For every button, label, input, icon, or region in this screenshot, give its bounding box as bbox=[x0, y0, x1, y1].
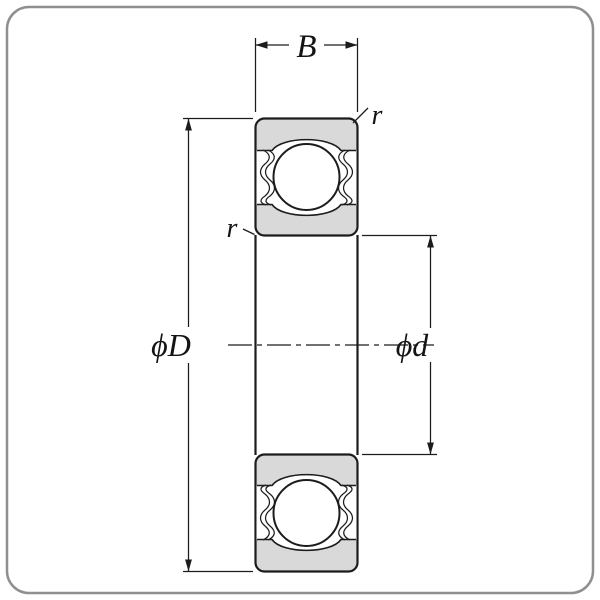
radius-callout-outer: r bbox=[352, 100, 383, 131]
bearing-cross-section bbox=[254, 117, 359, 572]
left-shield-inner-line bbox=[264, 149, 276, 206]
outer-raceway-outline bbox=[257, 138, 356, 152]
outer-radius-leader-line bbox=[352, 107, 369, 124]
bore-diameter-label: ϕd bbox=[396, 327, 430, 363]
ball bbox=[272, 143, 341, 211]
left-shield bbox=[259, 149, 276, 206]
dimension-width: B bbox=[254, 29, 359, 112]
bearing-section-bottom bbox=[256, 455, 358, 572]
bore-diameter-arrowhead-bottom bbox=[427, 442, 434, 455]
bearing-section-top bbox=[254, 117, 359, 237]
width-arrowhead-right bbox=[345, 41, 358, 49]
dimension-outer-diameter: ϕD bbox=[151, 117, 253, 573]
outer-diameter-arrowhead-top bbox=[185, 118, 192, 131]
radius-callout-inner: r bbox=[227, 213, 255, 244]
width-label: B bbox=[296, 29, 316, 65]
inner-radius-leader-line bbox=[242, 228, 255, 236]
frame-border bbox=[5, 5, 595, 595]
inner-raceway-outline bbox=[257, 203, 356, 217]
bore-diameter-arrowhead-top bbox=[427, 235, 434, 248]
dimension-bore-diameter: ϕd bbox=[362, 234, 437, 456]
outer-diameter-label: ϕD bbox=[151, 327, 191, 363]
outer-radius-label: r bbox=[372, 100, 383, 131]
inner-radius-label: r bbox=[227, 213, 238, 244]
outer-diameter-arrowhead-bottom bbox=[185, 559, 192, 572]
left-shield-outer-line bbox=[259, 149, 271, 206]
width-arrowhead-left bbox=[255, 41, 268, 49]
